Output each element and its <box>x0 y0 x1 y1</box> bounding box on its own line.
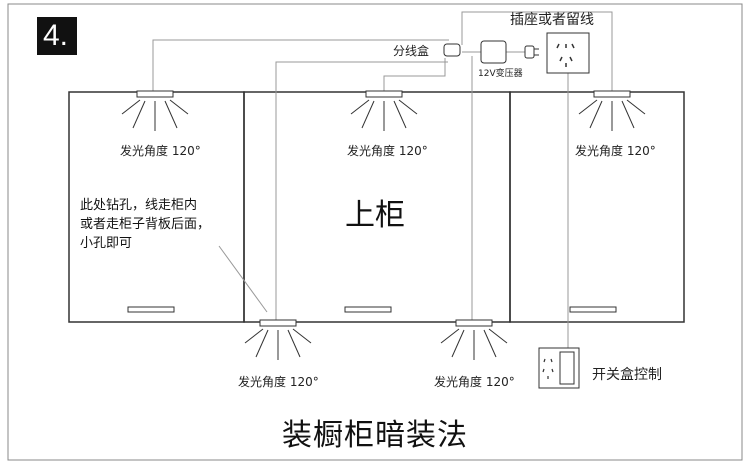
note-line: 小孔即可 <box>80 236 133 251</box>
handle-right <box>569 306 617 313</box>
light-angle-label-top-right: 发光角度 120° <box>575 144 656 158</box>
note-line: 此处钻孔，线走柜内 <box>80 198 198 213</box>
cabinet-right <box>509 91 685 323</box>
light-top-right <box>578 90 646 131</box>
light-top-middle <box>350 90 418 131</box>
light-angle-label-bottom-left: 发光角度 120° <box>238 375 319 389</box>
plug-icon <box>524 45 539 59</box>
light-bottom-right <box>440 319 508 360</box>
diagram-title: 装橱柜暗装法 <box>282 418 468 453</box>
light-bottom-left <box>244 319 312 360</box>
step-badge: 4. <box>37 17 77 55</box>
drilling-note: 此处钻孔，线走柜内 或者走柜子背板后面， 小孔即可 <box>80 196 210 253</box>
junction-box <box>443 43 461 57</box>
junction-box-label: 分线盒 <box>393 44 430 58</box>
transformer-label: 12V变压器 <box>478 69 523 79</box>
wall-outlet-icon <box>546 32 590 74</box>
switch-box-control-label: 开关盒控制 <box>592 367 662 383</box>
upper-cabinet-label: 上柜 <box>345 198 405 233</box>
note-line: 或者走柜子背板后面， <box>80 217 211 232</box>
light-top-left <box>121 90 189 131</box>
outlet-or-reserved-wire-label: 插座或者留线 <box>510 12 594 28</box>
handle-middle <box>344 306 392 313</box>
handle-left <box>127 306 175 313</box>
light-angle-label-bottom-right: 发光角度 120° <box>434 375 515 389</box>
wiring <box>152 11 613 350</box>
light-angle-label-top-left: 发光角度 120° <box>120 144 201 158</box>
outer-frame <box>7 3 743 461</box>
transformer-icon <box>480 40 507 64</box>
switch-box-icon <box>538 347 580 389</box>
light-angle-label-top-middle: 发光角度 120° <box>347 144 428 158</box>
